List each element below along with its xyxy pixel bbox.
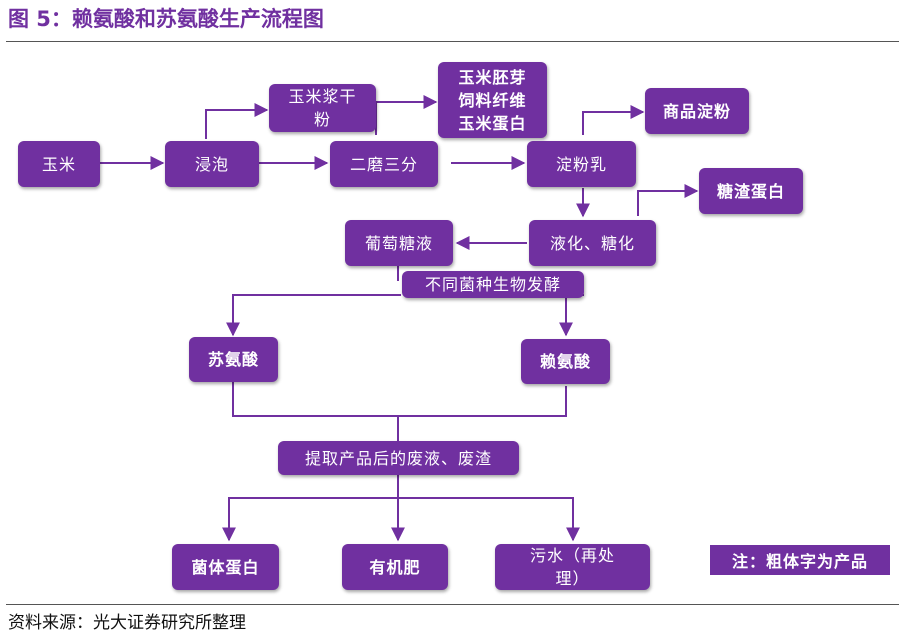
node-germ-feed-protein: 玉米胚芽 饲料纤维 玉米蛋白 [438,62,547,138]
arrow-fermentation-to-lysine [559,294,584,337]
node-corn: 玉米 [18,141,100,187]
source-note: 资料来源：光大证券研究所整理 [8,613,246,633]
bottom-divider [6,604,899,605]
node-commercial-starch: 商品淀粉 [645,88,749,134]
legend-note: 注：粗体字为产品 [710,545,890,575]
arrow-soak-to-corn-flour [205,103,269,139]
arrow-fermentation-to-threonine [226,294,401,337]
node-liquefy-saccharify: 液化、糖化 [529,220,656,266]
node-soak: 浸泡 [165,141,259,187]
arrow-grind-to-germ-feed [375,95,438,135]
arrow-starch-to-commercial [582,105,645,135]
node-threonine: 苏氨酸 [189,337,278,382]
top-divider [6,41,899,42]
arrow-liquefy-to-sugar-residue [637,184,699,216]
node-organic-fertilizer: 有机肥 [342,544,448,590]
figure-title: 图 5：赖氨酸和苏氨酸生产流程图 [8,7,324,31]
node-glucose-liquid: 葡萄糖液 [345,220,453,266]
node-lysine: 赖氨酸 [521,339,610,384]
node-sugar-residue-protein: 糖渣蛋白 [699,168,803,214]
node-grind: 二磨三分 [330,141,438,187]
arrow-waste-to-bacterial-protein [222,475,399,542]
node-starch-milk: 淀粉乳 [527,141,636,187]
node-bacterial-protein: 菌体蛋白 [172,544,279,590]
arrow-waste-to-wastewater [398,497,580,542]
line-threonine-down [232,382,567,417]
node-fermentation: 不同菌种生物发酵 [402,271,584,298]
node-wastewater: 污水（再处 理） [495,544,650,590]
node-waste-extraction: 提取产品后的废液、废渣 [278,441,519,475]
node-corn-flour: 玉米浆干 粉 [269,84,376,132]
